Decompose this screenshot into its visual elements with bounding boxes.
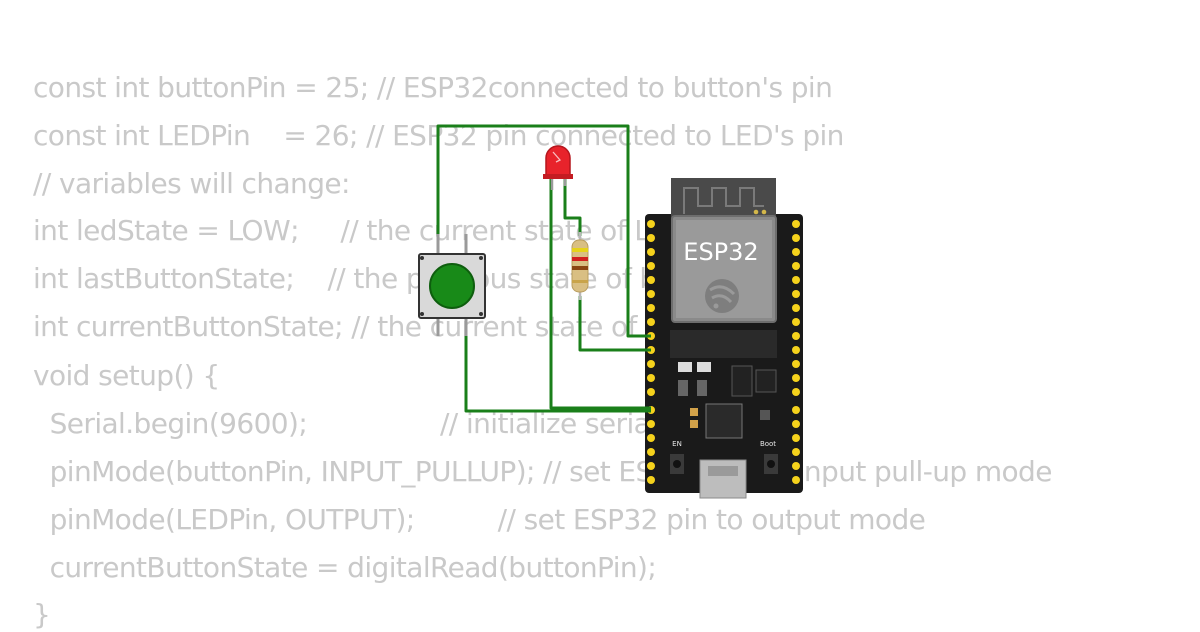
code-line: currentButtonState = digitalRead(buttonP… xyxy=(33,551,657,584)
boot-label: Boot xyxy=(760,440,776,448)
wire-button-to-gpio25 xyxy=(436,124,651,338)
resistor[interactable] xyxy=(571,232,589,300)
code-line: // variables will change: xyxy=(33,167,350,200)
code-line: pinMode(LEDPin, OUTPUT); // set ESP32 pi… xyxy=(33,503,926,536)
espressif-logo-icon xyxy=(705,279,739,313)
wire-led-to-gnd xyxy=(549,170,651,410)
code-line: } xyxy=(33,598,51,631)
wires[interactable] xyxy=(436,124,651,413)
pushbutton[interactable] xyxy=(418,234,486,336)
code-line: const int buttonPin = 25; // ESP32connec… xyxy=(33,71,833,104)
code-line: void setup() { xyxy=(33,359,220,392)
wire-led-to-resistor xyxy=(563,178,582,236)
esp32-board[interactable]: ESP32 EN Boot xyxy=(645,178,803,499)
board-label: ESP32 xyxy=(683,238,758,266)
wire-button-to-gnd xyxy=(464,318,651,413)
red-led[interactable] xyxy=(543,145,573,190)
en-label: EN xyxy=(672,440,682,448)
left-pin-header xyxy=(647,220,655,484)
wire-resistor-to-gpio26 xyxy=(578,296,651,352)
right-pin-header xyxy=(792,220,800,484)
